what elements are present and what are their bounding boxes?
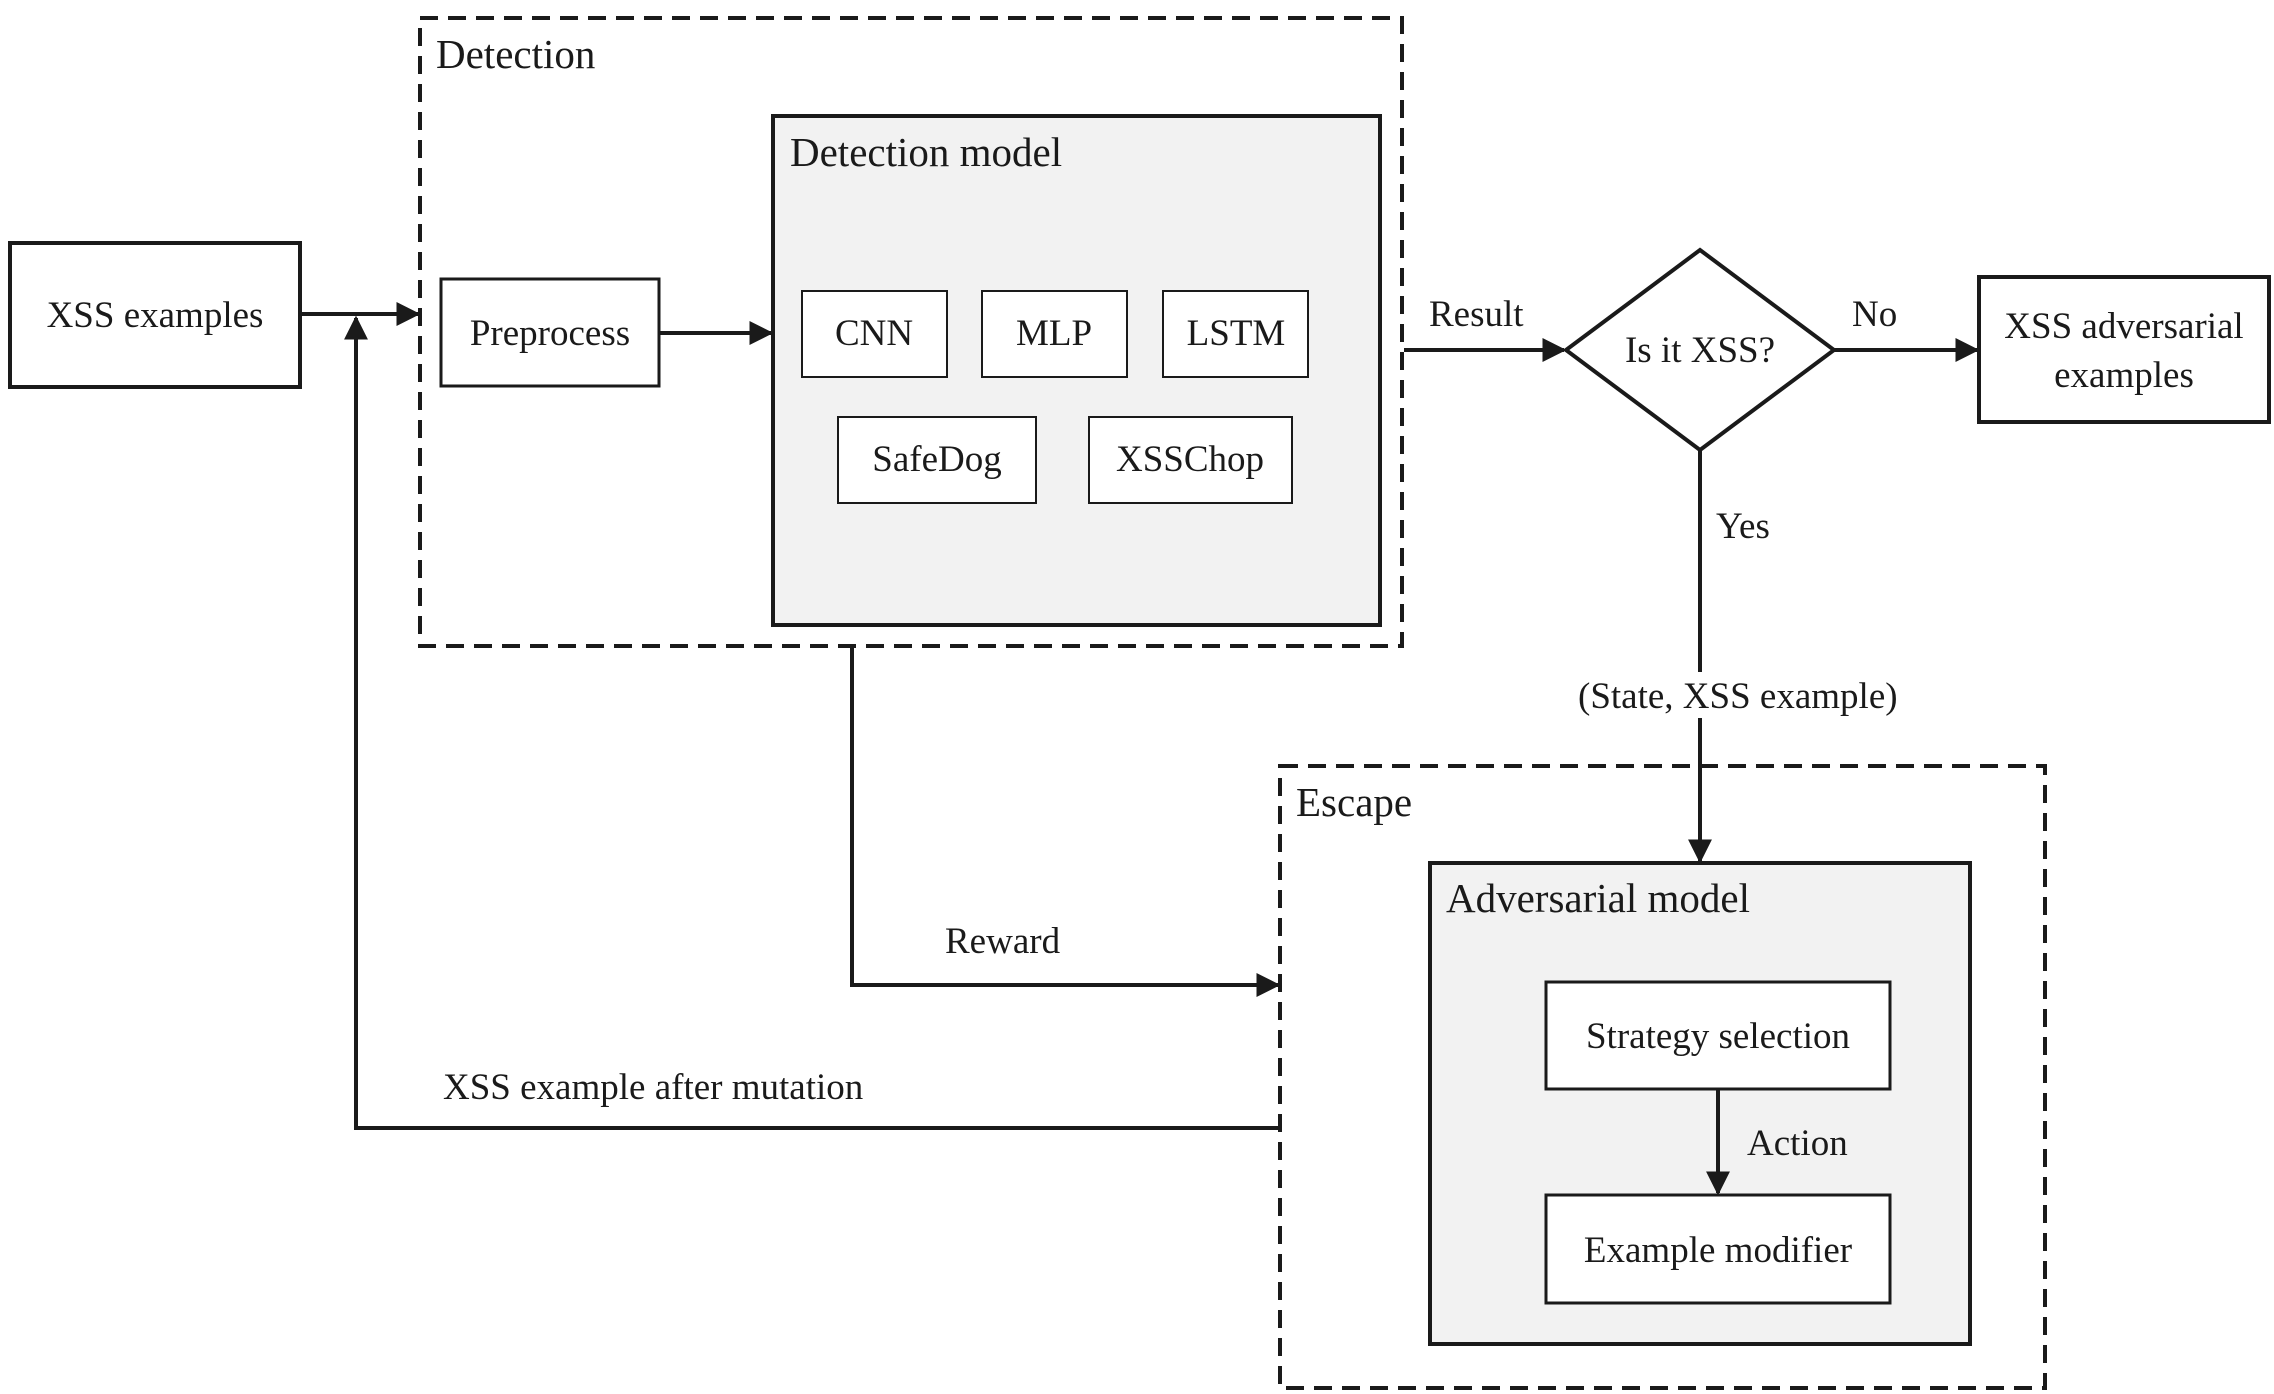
lstm-box [1162, 290, 1309, 378]
escape-group [1278, 764, 2047, 1390]
edge-yes-label: Yes [1716, 506, 1770, 547]
edge-mutation [344, 315, 1280, 1130]
adversarial-examples-box [1977, 275, 2271, 424]
edge-reward [850, 648, 1281, 997]
safedog-box [837, 416, 1037, 504]
example-modifier-box [1544, 1193, 1892, 1305]
edge-no-label: No [1852, 294, 1897, 335]
example-modifier-label: Example modifier [1584, 1230, 1852, 1271]
xsschop-box [1088, 416, 1293, 504]
edge-mutation-label: XSS example after mutation [443, 1067, 863, 1108]
escape-group-label: Escape [1296, 779, 1412, 825]
detection-model-label: Detection model [790, 129, 1062, 175]
detection-group [418, 16, 1404, 648]
adversarial-examples-label-line2: examples [2054, 355, 2194, 396]
edge-result-label: Result [1429, 294, 1524, 335]
xss-examples-label: XSS examples [47, 295, 264, 336]
state-label-bg [1570, 672, 1942, 718]
edge-state-example-label: (State, XSS example) [1578, 676, 1898, 717]
edge-reward-label: Reward [945, 921, 1061, 962]
adversarial-examples-label-line1: XSS adversarial [2004, 306, 2243, 347]
strategy-selection-box [1544, 980, 1892, 1091]
detection-group-label: Detection [436, 31, 595, 77]
preprocess-label: Preprocess [470, 313, 630, 354]
mlp-label: MLP [1016, 313, 1092, 354]
adversarial-model-label: Adversarial model [1446, 875, 1750, 921]
safedog-label: SafeDog [872, 439, 1001, 480]
lstm-label: LSTM [1187, 313, 1286, 354]
xsschop-label: XSSChop [1116, 439, 1264, 480]
cnn-label: CNN [835, 313, 913, 354]
edge-action-label: Action [1747, 1123, 1848, 1164]
cnn-box [801, 290, 948, 378]
strategy-selection-label: Strategy selection [1586, 1016, 1850, 1057]
mlp-box [981, 290, 1128, 378]
is-xss-label: Is it XSS? [1625, 330, 1775, 371]
